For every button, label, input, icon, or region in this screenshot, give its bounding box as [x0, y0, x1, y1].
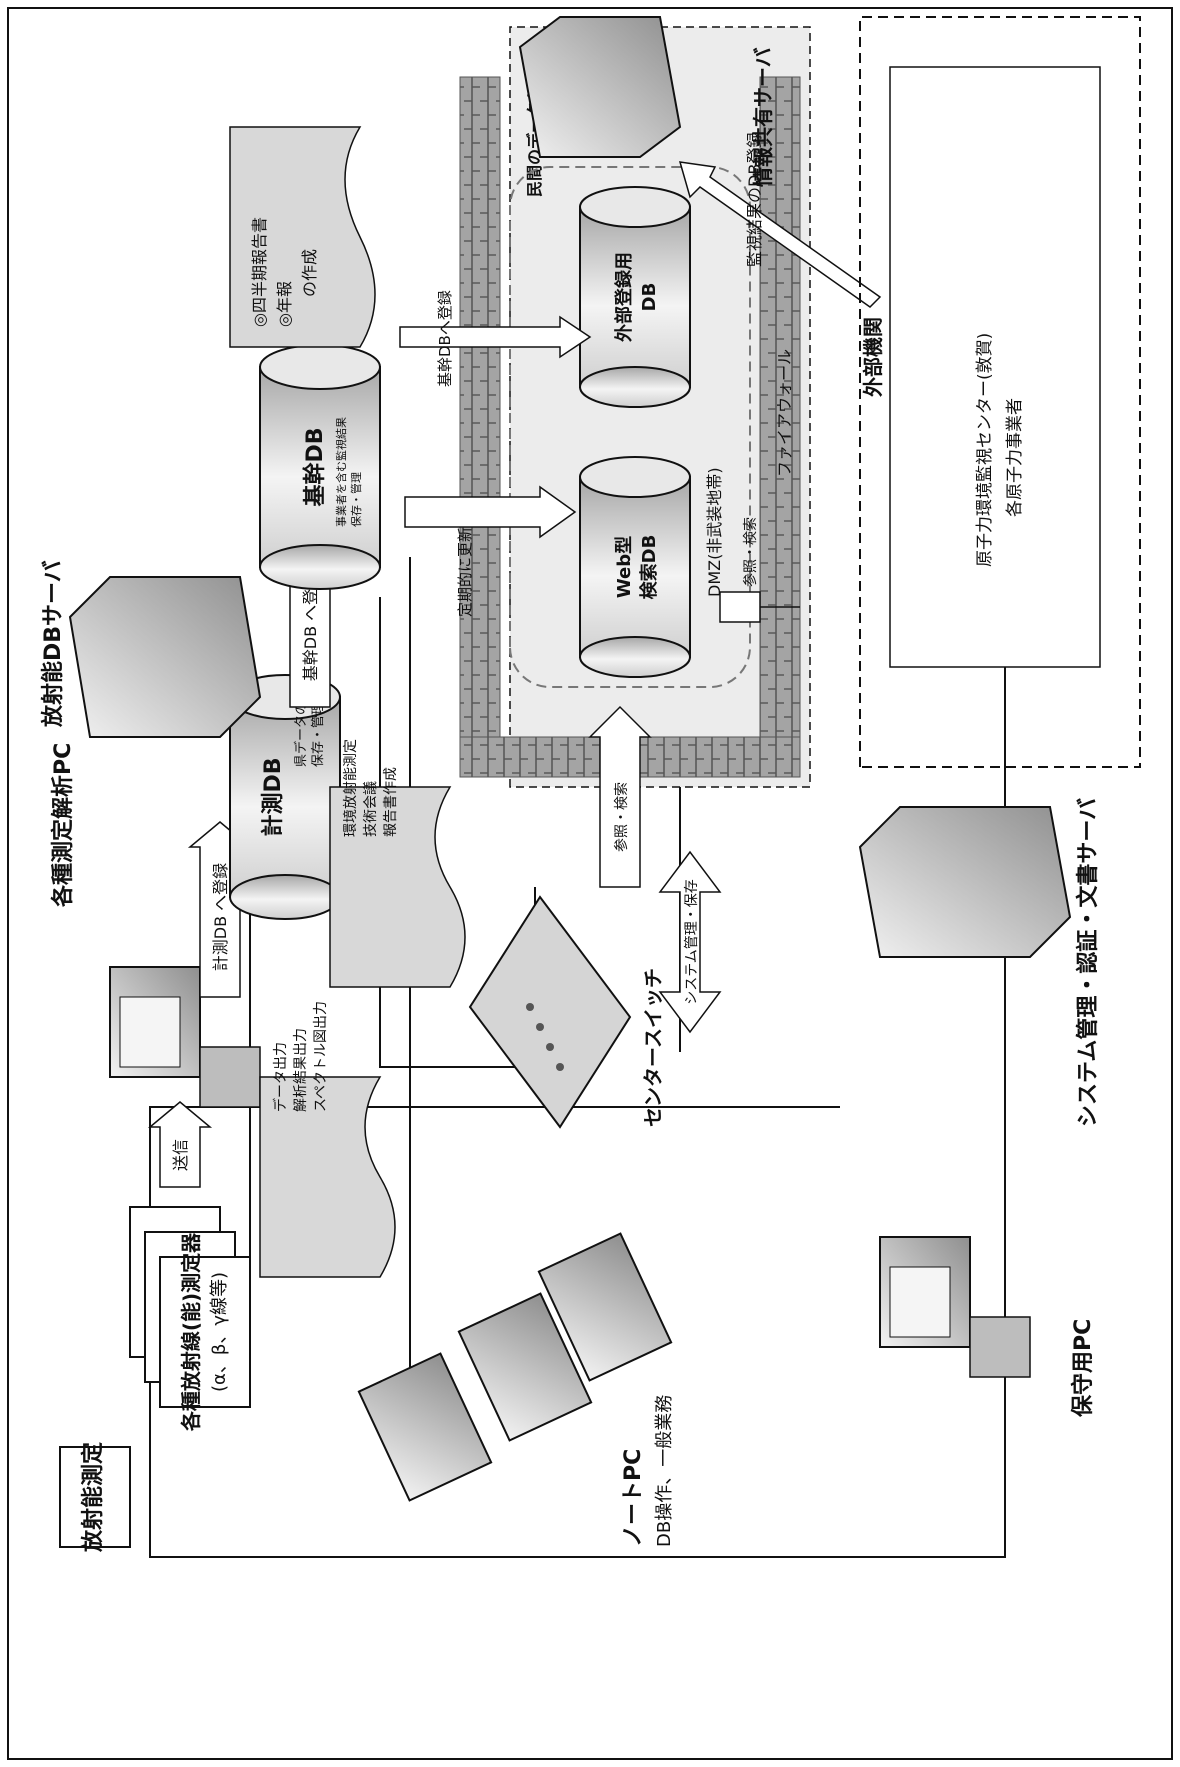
share-server-icon [520, 17, 680, 157]
measure-db-register-label: 計測DB へ登録 [211, 863, 230, 971]
external-register-label: 監視結果のDB登録 [745, 132, 764, 267]
measure-doc-1: 環境放射能測定 [343, 739, 359, 837]
reports-document: ◎四半期報告書 ◎年報 の作成 [230, 127, 375, 347]
ext-org-member-2: 各原子力事業者 [1005, 398, 1025, 517]
measure-db-sub-1: 県データの [293, 702, 309, 767]
external-org-box [890, 67, 1100, 667]
detectors-label-1: 各種放射線(能)測定器 [179, 1232, 203, 1432]
browse-search-label-1: 参照・検索 [613, 782, 630, 852]
core-to-ext-label: 基幹DBへ登録 [436, 290, 454, 387]
system-server-icon [860, 807, 1070, 957]
pc-output-1: データ出力 [272, 1042, 289, 1112]
send-arrow: 送信 [150, 1102, 210, 1187]
core-db-sub-2: 保存・管理 [349, 472, 363, 527]
measure-db-sub-2: 保存・管理 [311, 702, 326, 767]
ext-db-label-2: DB [639, 283, 660, 312]
radiation-measurement-label: 放射能測定 [80, 1442, 106, 1553]
maintenance-pc-label: 保守用PC [1070, 1319, 1096, 1418]
ext-org-member-1: 原子力環境監視センター(敦賀) [975, 333, 995, 567]
send-label: 送信 [171, 1139, 190, 1171]
system-mgmt-label: システム管理・保存 [684, 879, 700, 1005]
laptop-pc-label: ノートPC [621, 1449, 646, 1547]
periodic-update-label: 定期的に更新 [456, 527, 474, 617]
core-db-cylinder: 基幹DB 事業者を含む監視結果 保存・管理 [260, 345, 380, 589]
analysis-pc-label: 各種測定解析PC [50, 743, 76, 908]
firewall-label: ファイアウォール [775, 349, 794, 477]
dmz-label: DMZ(非武装地帯) [705, 467, 724, 597]
measure-doc-2: 技術会議 [362, 781, 379, 837]
report-2: ◎年報 [275, 281, 294, 327]
radio-db-server-label: 放射能DBサーバ [40, 560, 66, 728]
detectors-label-2: (α、β、γ線等) [209, 1272, 230, 1392]
radio-db-server-icon [70, 577, 260, 737]
external-registration-db: 外部登録用 DB [580, 187, 690, 407]
web-search-db: Web型 検索DB [580, 457, 690, 677]
laptop-pc-sub: DB操作、一般業務 [654, 1395, 675, 1547]
browse-search-arrow-1: 参照・検索 [590, 707, 650, 887]
firewall-wall-left [460, 77, 500, 777]
measure-doc-3: 報告書作成 [383, 767, 399, 837]
core-db-label: 基幹DB [302, 427, 328, 506]
system-management-arrow: システム管理・保存 [660, 852, 720, 1032]
report-3: の作成 [300, 249, 319, 297]
pc-output-document: データ出力 解析結果出力 スペクトル図出力 [260, 1001, 395, 1277]
detector-stack: 各種放射線(能)測定器 (α、β、γ線等) [130, 1207, 250, 1432]
pc-output-2: 解析結果出力 [293, 1028, 309, 1112]
measure-documents: 環境放射能測定 技術会議 報告書作成 [330, 739, 465, 987]
web-db-label-1: Web型 [613, 536, 635, 598]
browse-search-label-2: 参照・検索 [742, 517, 759, 587]
report-1: ◎四半期報告書 [250, 217, 269, 327]
system-server-label: システム管理・認証・文書サーバ [1075, 798, 1101, 1127]
pc-output-3: スペクトル図出力 [313, 1001, 329, 1112]
center-switch-icon [470, 897, 630, 1127]
measure-db-label: 計測DB [260, 757, 286, 836]
web-db-label-2: 検索DB [638, 535, 660, 600]
maintenance-pc-icon [880, 1237, 1030, 1377]
ext-db-label-1: 外部登録用 [613, 252, 635, 342]
core-db-sub-1: 事業者を含む監視結果 [334, 417, 348, 527]
external-org-label: 外部機関 [861, 317, 885, 397]
